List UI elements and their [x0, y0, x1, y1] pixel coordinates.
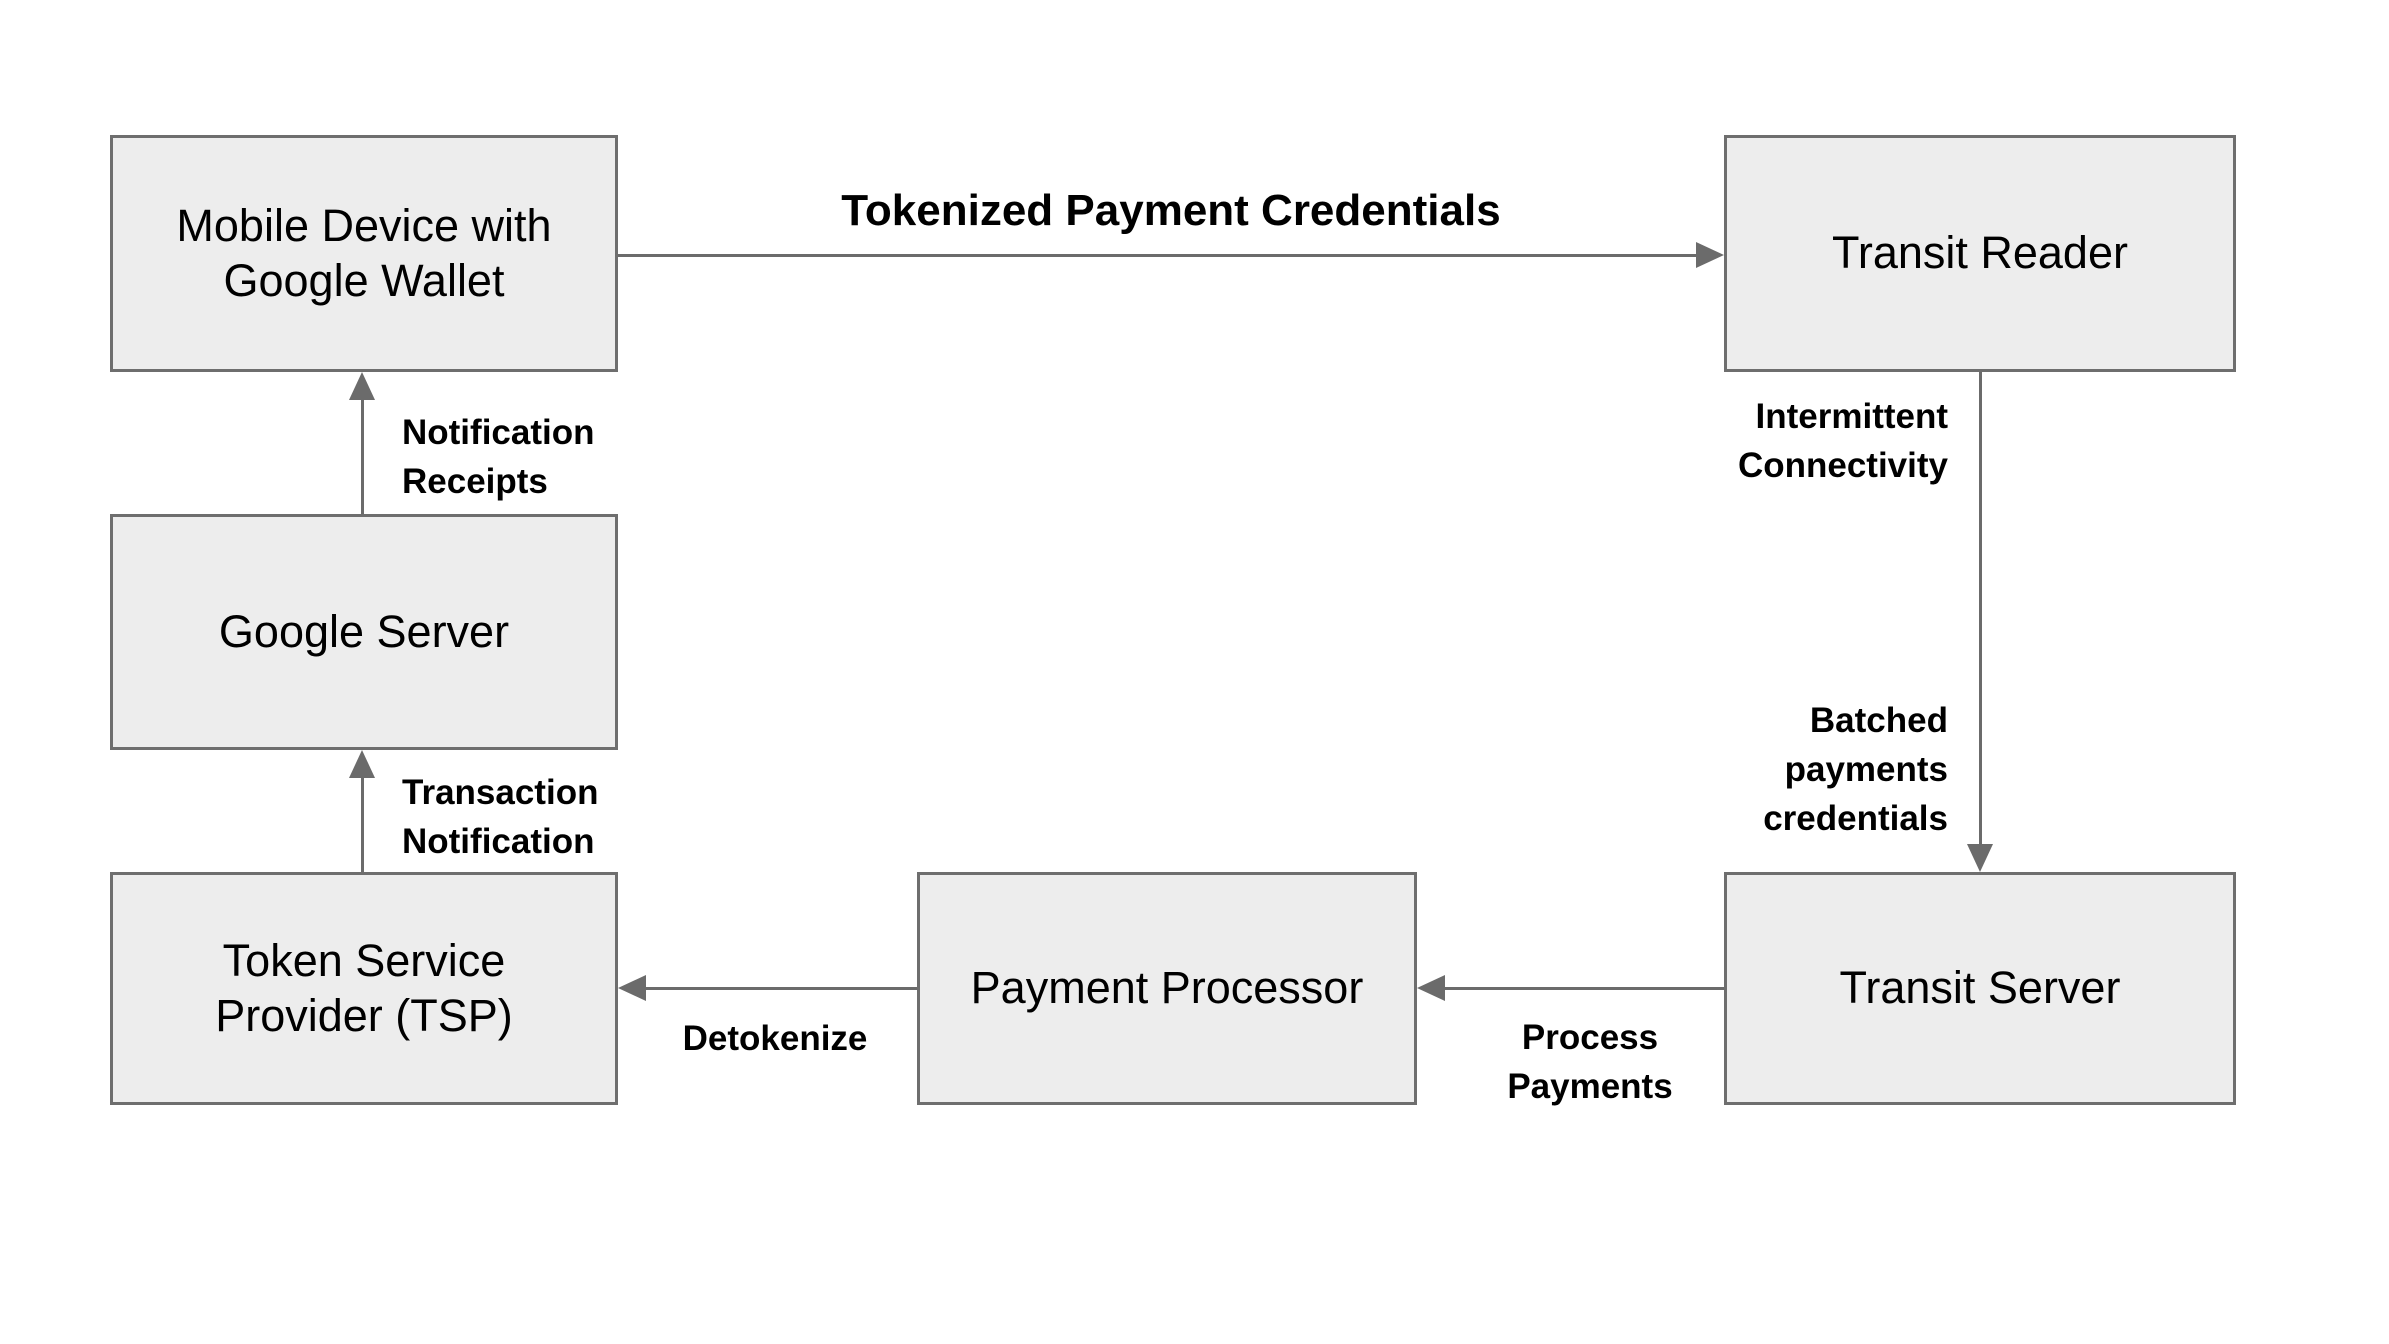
edge-connectivity-line	[1979, 372, 1982, 848]
node-transit-reader: Transit Reader	[1724, 135, 2236, 372]
node-transit-server: Transit Server	[1724, 872, 2236, 1105]
edge-tokenized-label: Tokenized Payment Credentials	[841, 186, 1501, 235]
node-mobile-device-google-wallet: Mobile Device with Google Wallet	[110, 135, 618, 372]
edge-detokenize-line	[644, 987, 917, 990]
node-google-server: Google Server	[110, 514, 618, 750]
edge-connectivity-arrowhead	[1967, 844, 1993, 872]
edge-batched-payments-label: Batched payments credentials	[1763, 701, 1948, 838]
edge-transaction-notification-arrowhead	[349, 750, 375, 778]
edge-process-payments-line	[1443, 987, 1724, 990]
edge-tokenized-line	[618, 254, 1700, 257]
edge-transaction-notification-label: Transaction Notification	[402, 773, 599, 861]
edge-intermittent-connectivity-label: Intermittent Connectivity	[1737, 397, 1948, 485]
edge-notification-receipts-label: Notification Receipts	[402, 413, 595, 501]
edge-notification-receipts-line	[361, 396, 364, 514]
edge-tokenized-arrowhead	[1696, 242, 1724, 268]
edge-process-payments-arrowhead	[1417, 975, 1445, 1001]
node-payment-processor: Payment Processor	[917, 872, 1417, 1105]
edge-process-payments-label: Process Payments	[1507, 1018, 1673, 1106]
edge-detokenize-label: Detokenize	[682, 1019, 868, 1058]
edge-transaction-notification-line	[361, 774, 364, 872]
edge-detokenize-arrowhead	[618, 975, 646, 1001]
node-token-service-provider: Token Service Provider (TSP)	[110, 872, 618, 1105]
edge-notification-receipts-arrowhead	[349, 372, 375, 400]
